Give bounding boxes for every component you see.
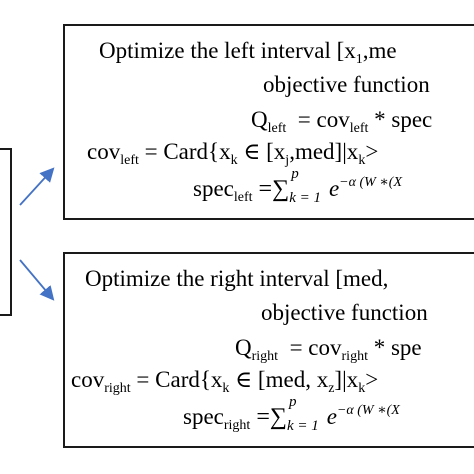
cov-in: ∈ [med, x — [229, 367, 329, 392]
left-spec-formula: specleft =∑p k = 1 e−α (W ∗(X — [193, 166, 403, 205]
cov-in: ∈ [x — [237, 139, 286, 164]
cov-end: > — [365, 139, 379, 164]
source-box — [0, 148, 12, 316]
cov-sub: right — [104, 381, 131, 396]
right-title-line1: Optimize the right interval [med, — [85, 266, 389, 291]
q-sub: right — [251, 349, 279, 364]
spec-sum: =∑ — [250, 404, 287, 430]
q-rest: * spe — [367, 335, 422, 360]
spec-sum: =∑ — [252, 176, 290, 202]
spec-label: spec — [183, 404, 224, 429]
spec-label: spec — [193, 176, 234, 201]
q-label: Q — [235, 335, 252, 360]
left-cov-formula: covleft = Card{xk ∈ [xj,med]|xk> — [87, 140, 378, 168]
right-title-line2: objective function — [261, 300, 428, 325]
spec-upper: p — [291, 165, 299, 182]
cov-sub-k2: k — [358, 153, 366, 168]
spec-limits: p k = 1 — [287, 394, 321, 433]
arrow-to-bottom-box — [19, 259, 55, 301]
cov-sub-z: z — [328, 381, 335, 396]
left-interval-box: Optimize the left interval [x1,me object… — [63, 24, 474, 220]
cov-sub-j: j — [285, 153, 290, 168]
left-title-line2: objective function — [263, 72, 430, 97]
q-eq: = cov — [289, 335, 342, 360]
arrow-to-top-box — [19, 167, 55, 206]
q-eq-sub: left — [349, 121, 369, 136]
spec-exp-base: e — [320, 404, 337, 429]
left-title-line1: Optimize the left interval [x1,me — [99, 39, 397, 67]
right-spec-formula: specright =∑p k = 1 e−α (W ∗(X — [183, 394, 400, 433]
q-sub: left — [267, 121, 287, 136]
spec-upper: p — [288, 393, 297, 410]
right-q-formula: Qright = covright * spe — [235, 336, 422, 364]
cov-tail: ,med]|x — [289, 139, 359, 164]
cov-sub-k: k — [230, 153, 238, 168]
right-cov-formula: covright = Card{xk ∈ [med, xz]|xk> — [71, 368, 378, 396]
cov-end: > — [365, 367, 379, 392]
q-label: Q — [251, 107, 268, 132]
cov-tail: ]|x — [334, 367, 359, 392]
left-title-sub: 1 — [355, 52, 363, 67]
cov-sub-k2: k — [358, 381, 366, 396]
spec-lower: k = 1 — [289, 189, 321, 206]
left-title-text: Optimize the left interval [x — [99, 38, 356, 63]
cov-rest: = Card{x — [138, 139, 231, 164]
q-eq: = cov — [297, 107, 350, 132]
right-interval-box: Optimize the right interval [med, object… — [63, 252, 474, 448]
cov-sub: left — [120, 153, 139, 168]
spec-exp: −α (W ∗(X — [339, 175, 403, 190]
cov-label: cov — [87, 139, 121, 164]
cov-sub-k: k — [222, 381, 230, 396]
spec-exp-base: e — [323, 176, 340, 201]
left-title-rest: ,me — [362, 38, 397, 63]
cov-label: cov — [71, 367, 105, 392]
spec-lower: k = 1 — [286, 417, 319, 434]
spec-sub: right — [223, 418, 251, 433]
spec-sub: left — [233, 190, 253, 205]
q-rest: * spec — [368, 107, 433, 132]
q-eq-sub: right — [341, 349, 368, 364]
left-q-formula: Qleft = covleft * spec — [251, 108, 432, 136]
cov-rest: = Card{x — [130, 367, 223, 392]
spec-limits: p k = 1 — [289, 166, 323, 205]
spec-exp: −α (W ∗(X — [336, 403, 400, 418]
